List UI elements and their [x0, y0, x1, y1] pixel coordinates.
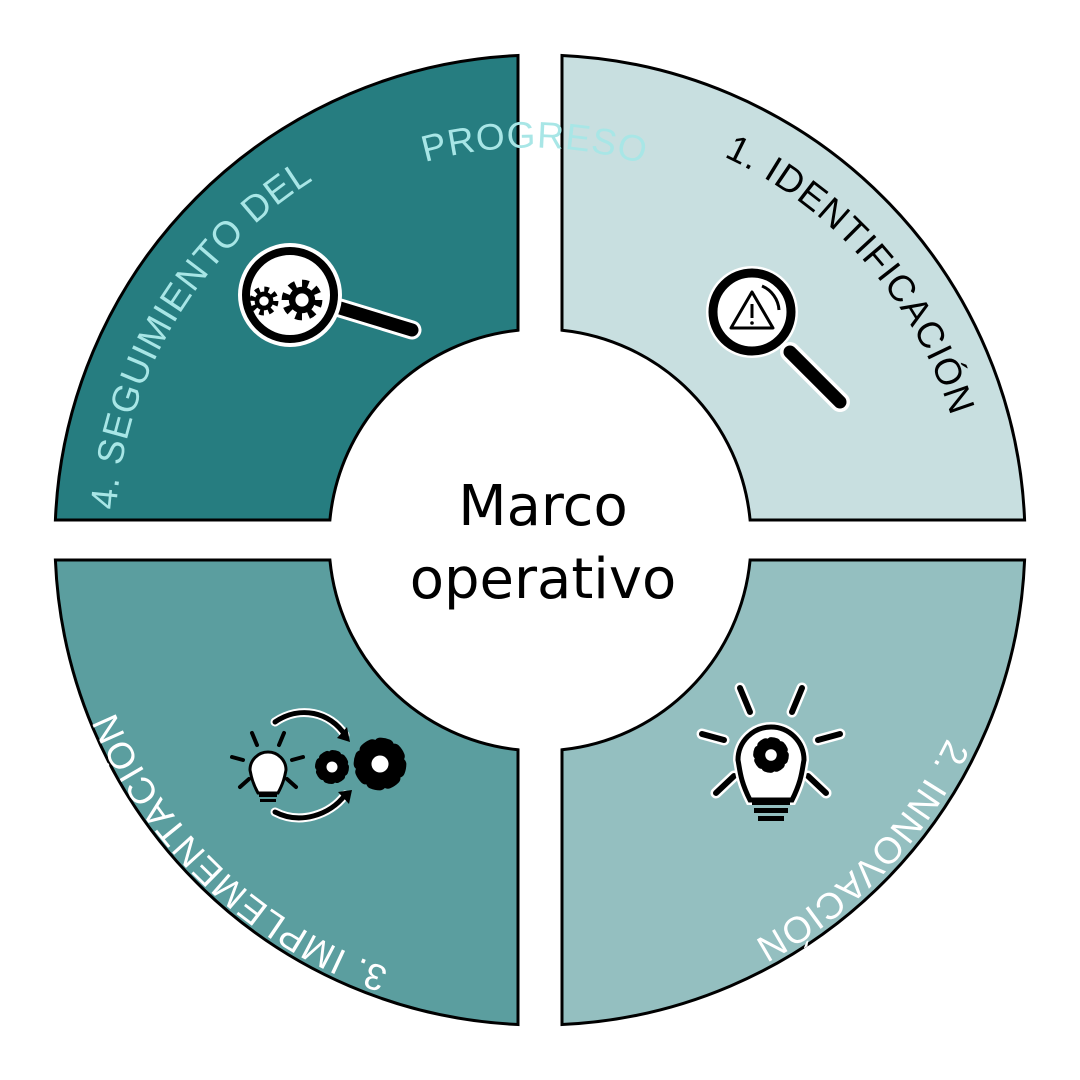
- center-title-line2: operativo: [410, 547, 677, 612]
- magnifier-warning-icon: [706, 266, 850, 412]
- center-title-line1: Marco: [458, 474, 627, 539]
- quadrant-identificacion[interactable]: [560, 53, 1027, 522]
- lightbulb-gear-icon: [696, 682, 846, 821]
- quadrant-implementacion[interactable]: [53, 558, 520, 1027]
- idea-to-gears-icon: [230, 708, 400, 823]
- magnifier-gears-icon: [238, 243, 422, 347]
